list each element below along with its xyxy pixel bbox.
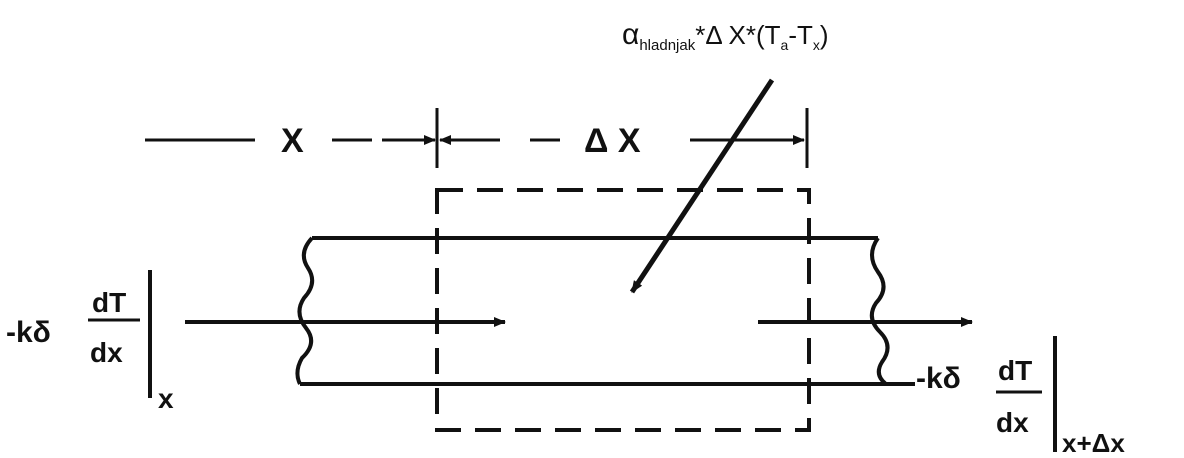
- ta-subscript: a: [781, 37, 789, 53]
- left-flux-denominator: dx: [90, 337, 123, 368]
- right-break-line: [869, 236, 890, 386]
- close-paren: ): [820, 20, 829, 50]
- convection-arrow: [629, 78, 775, 294]
- x-dimension-label: X: [281, 122, 304, 160]
- left-flux-expression: -kδ dT dx x: [6, 270, 174, 414]
- right-flux-prefix: -kδ: [916, 362, 961, 395]
- minus-t: -T: [788, 20, 813, 50]
- alpha-symbol: α: [622, 18, 639, 51]
- right-flux-numerator: dT: [998, 355, 1032, 386]
- alpha-subscript: hladnjak: [639, 37, 695, 54]
- left-break-line: [295, 236, 315, 385]
- right-eval-point: x+Δx: [1062, 428, 1125, 458]
- tx-subscript: x: [813, 37, 820, 53]
- right-flux-expression: -kδ dT dx x+Δx: [916, 336, 1125, 458]
- convection-expression: *Δ X*(T: [695, 20, 780, 50]
- control-volume-dashed-box: [435, 188, 811, 432]
- left-eval-point: x: [158, 383, 174, 414]
- convection-label: αhladnjak*Δ X*(Ta-Tx): [622, 18, 829, 54]
- delta-x-label: Δ X: [584, 122, 641, 160]
- left-flux-prefix: -kδ: [6, 316, 51, 349]
- left-flux-numerator: dT: [92, 287, 126, 318]
- right-flux-denominator: dx: [996, 407, 1029, 438]
